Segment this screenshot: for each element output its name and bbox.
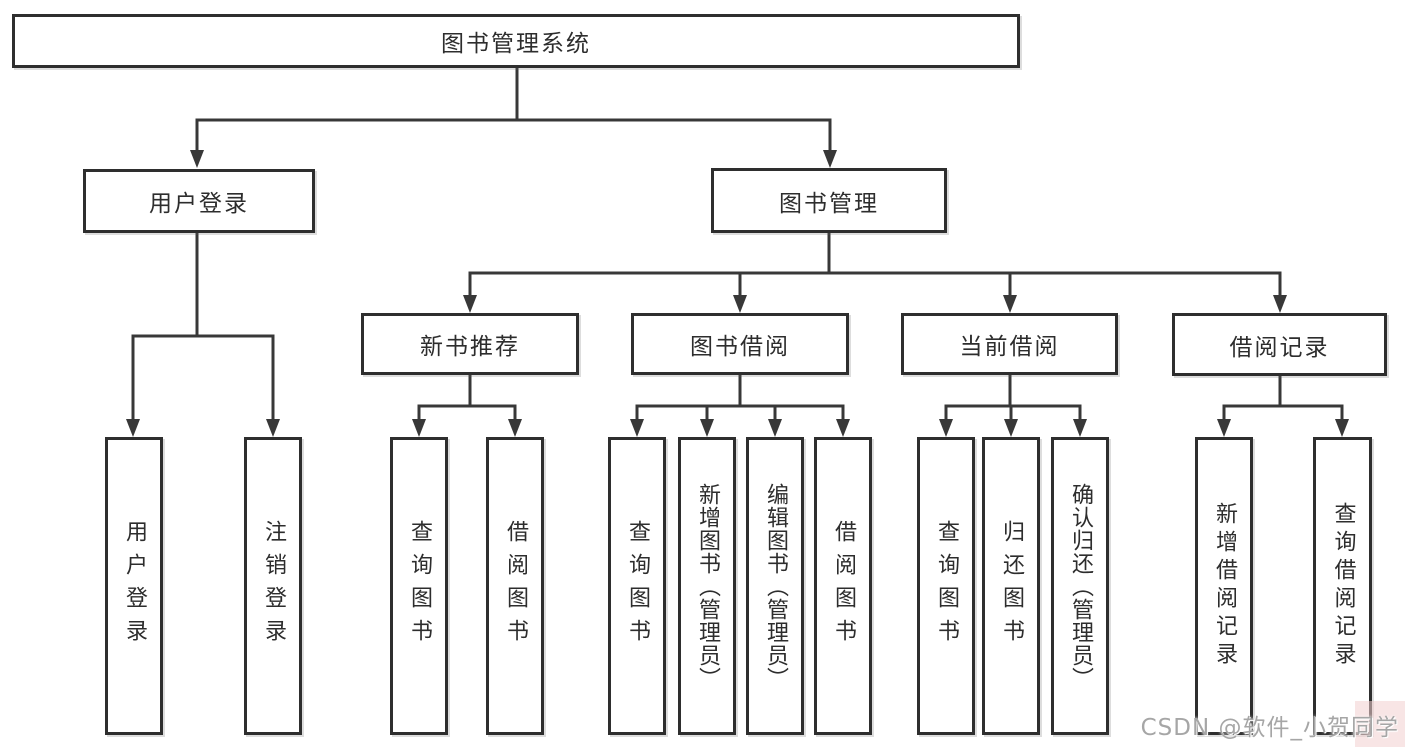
leaf-user-login-label: 用户登录 bbox=[122, 520, 147, 652]
leaf-add-book-admin: 新增图书（管理员） bbox=[678, 437, 736, 735]
node-borrow-record: 借阅记录 bbox=[1172, 313, 1387, 376]
node-book-mgmt: 图书管理 bbox=[711, 168, 947, 233]
node-book-borrow-label: 图书借阅 bbox=[690, 334, 790, 360]
leaf-confirm-return-admin-label: 确认归还（管理员） bbox=[1068, 482, 1093, 690]
leaf-borrow-books-borrow: 借阅图书 bbox=[814, 437, 872, 735]
leaf-query-borrow-record: 查询借阅记录 bbox=[1313, 437, 1372, 735]
leaf-return-book-label: 归还图书 bbox=[999, 520, 1024, 652]
leaf-query-books-recommend: 查询图书 bbox=[390, 437, 448, 735]
leaf-logout-label: 注销登录 bbox=[261, 520, 286, 652]
leaf-query-books-current: 查询图书 bbox=[917, 437, 975, 735]
leaf-borrow-books-borrow-label: 借阅图书 bbox=[831, 520, 856, 652]
leaf-add-borrow-record-label: 新增借阅记录 bbox=[1212, 502, 1237, 670]
node-root: 图书管理系统 bbox=[12, 14, 1020, 68]
leaf-return-book: 归还图书 bbox=[982, 437, 1040, 735]
leaf-query-books-borrow: 查询图书 bbox=[608, 437, 666, 735]
watermark-corner-tint bbox=[1355, 701, 1405, 747]
leaf-query-books-current-label: 查询图书 bbox=[934, 520, 959, 652]
node-user-login: 用户登录 bbox=[83, 169, 315, 233]
node-user-login-label: 用户登录 bbox=[149, 191, 249, 217]
leaf-query-borrow-record-label: 查询借阅记录 bbox=[1330, 502, 1356, 670]
leaf-edit-book-admin: 编辑图书（管理员） bbox=[746, 437, 804, 735]
node-current-borrow: 当前借阅 bbox=[901, 313, 1118, 375]
arrowheads bbox=[126, 150, 1349, 437]
leaf-query-books-borrow-label: 查询图书 bbox=[625, 520, 650, 652]
node-book-borrow: 图书借阅 bbox=[631, 313, 849, 375]
node-book-mgmt-label: 图书管理 bbox=[779, 190, 879, 217]
leaf-confirm-return-admin: 确认归还（管理员） bbox=[1051, 437, 1109, 735]
node-borrow-record-label: 借阅记录 bbox=[1229, 334, 1330, 361]
leaf-borrow-books-recommend: 借阅图书 bbox=[486, 437, 544, 735]
leaf-query-books-recommend-label: 查询图书 bbox=[407, 520, 432, 652]
leaf-user-login: 用户登录 bbox=[105, 437, 163, 735]
node-current-borrow-label: 当前借阅 bbox=[959, 334, 1060, 360]
leaf-logout: 注销登录 bbox=[244, 437, 302, 735]
leaf-edit-book-admin-label: 编辑图书（管理员） bbox=[763, 482, 788, 690]
node-new-book-recommend-label: 新书推荐 bbox=[420, 334, 520, 360]
leaf-borrow-books-recommend-label: 借阅图书 bbox=[503, 520, 528, 652]
csdn-watermark: CSDN @软件_小贺同学 bbox=[1140, 715, 1399, 741]
leaf-add-book-admin-label: 新增图书（管理员） bbox=[695, 482, 720, 690]
node-root-label: 图书管理系统 bbox=[441, 31, 591, 57]
leaf-add-borrow-record: 新增借阅记录 bbox=[1195, 437, 1253, 735]
node-new-book-recommend: 新书推荐 bbox=[361, 313, 579, 375]
